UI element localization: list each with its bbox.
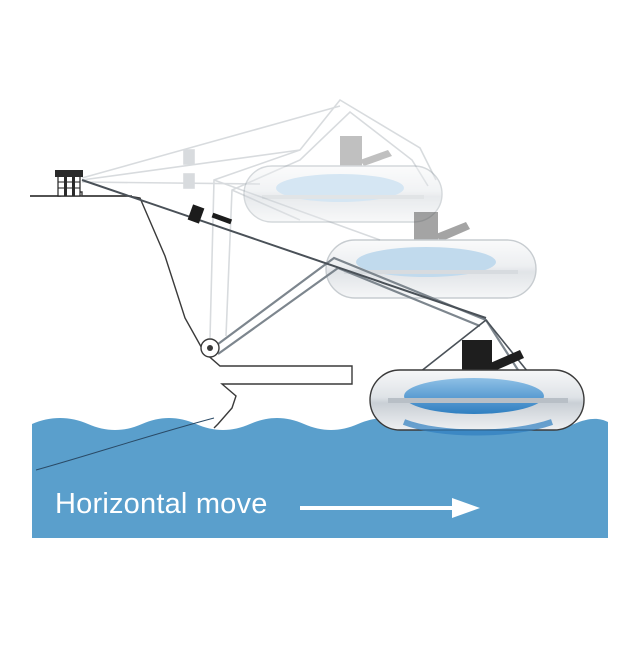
pivot-bracket <box>200 338 220 358</box>
ghost-dinghy-upper <box>243 136 443 223</box>
winch-icon <box>55 170 83 197</box>
boat-hull <box>30 191 353 429</box>
arrow-right-icon <box>300 498 480 518</box>
mooring-line <box>35 417 215 471</box>
dinghy <box>369 340 585 436</box>
caption-horizontal-move: Horizontal move <box>55 488 268 520</box>
davit-arm <box>81 179 529 373</box>
pulley-block <box>187 204 233 225</box>
ghost-dinghy-middle <box>325 212 537 299</box>
